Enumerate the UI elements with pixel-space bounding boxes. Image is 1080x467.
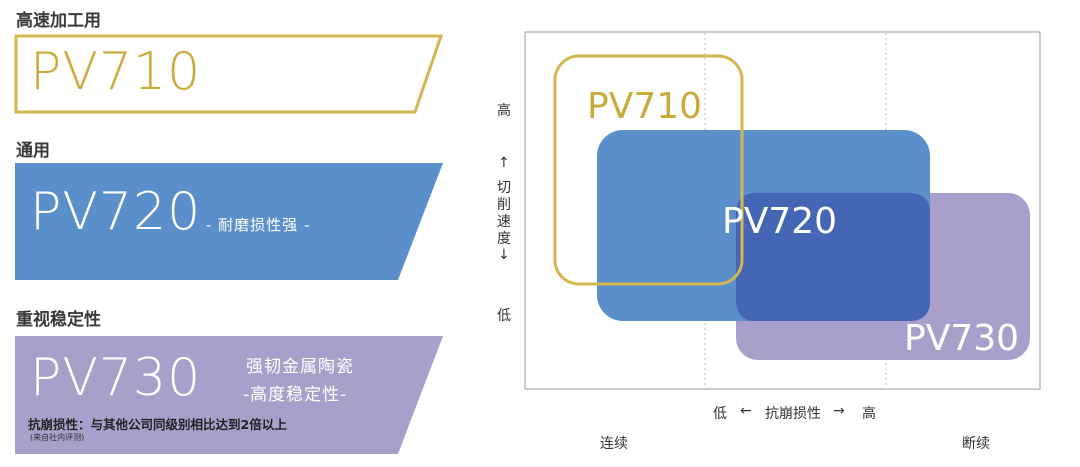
pv720-banner-title: PV720	[30, 182, 202, 242]
pv730-feature-line1: 强韧金属陶瓷	[246, 357, 354, 377]
x-axis-low: 低	[713, 406, 727, 422]
pv710-banner	[14, 34, 444, 114]
category-stability: 重视稳定性	[16, 310, 101, 330]
pv710-banner-title: PV710	[30, 42, 202, 102]
category-general: 通用	[16, 141, 50, 161]
x-region-continuous: 连续	[600, 436, 628, 452]
y-axis-high: 高	[497, 103, 511, 119]
x-axis-high: 高	[862, 406, 876, 422]
pv710-region	[553, 54, 744, 286]
y-axis-arrow-down: ↓	[498, 247, 510, 263]
pv730-note-source: (来自社内评测)	[30, 433, 85, 442]
x-region-interrupted: 断续	[962, 436, 990, 452]
x-axis-label: 抗崩损性	[765, 406, 821, 422]
pv720-banner-shape	[15, 163, 443, 280]
y-axis-label-char-2: 削	[497, 197, 511, 213]
pv730-region-label: PV730	[904, 318, 1019, 359]
y-axis-label-char-3: 速	[497, 214, 511, 230]
pv730-feature-line2: -高度稳定性-	[243, 385, 348, 405]
pv730-note: 抗崩损性：与其他公司同级别相比达到2倍以上	[28, 417, 287, 432]
y-axis-low: 低	[497, 308, 511, 324]
pv710-banner-outline	[14, 34, 444, 114]
pv720-region-label: PV720	[722, 201, 837, 242]
y-axis-arrow-up: ↑	[498, 155, 510, 171]
pv730-banner-title: PV730	[30, 348, 202, 408]
pv720-tagline: - 耐磨损性强 -	[206, 216, 311, 234]
y-axis-label-char-1: 切	[497, 180, 511, 196]
pv730-banner	[15, 336, 443, 454]
pv720-pv730-overlap	[736, 193, 930, 321]
x-axis-arrow-right: →	[833, 403, 845, 419]
pv710-region-label: PV710	[587, 86, 702, 127]
pv730-banner-shape	[15, 336, 443, 454]
category-high-speed: 高速加工用	[16, 11, 101, 31]
x-axis-arrow-left: ←	[740, 403, 752, 419]
y-axis-label-char-4: 度	[497, 231, 511, 247]
pv720-banner	[15, 163, 443, 280]
